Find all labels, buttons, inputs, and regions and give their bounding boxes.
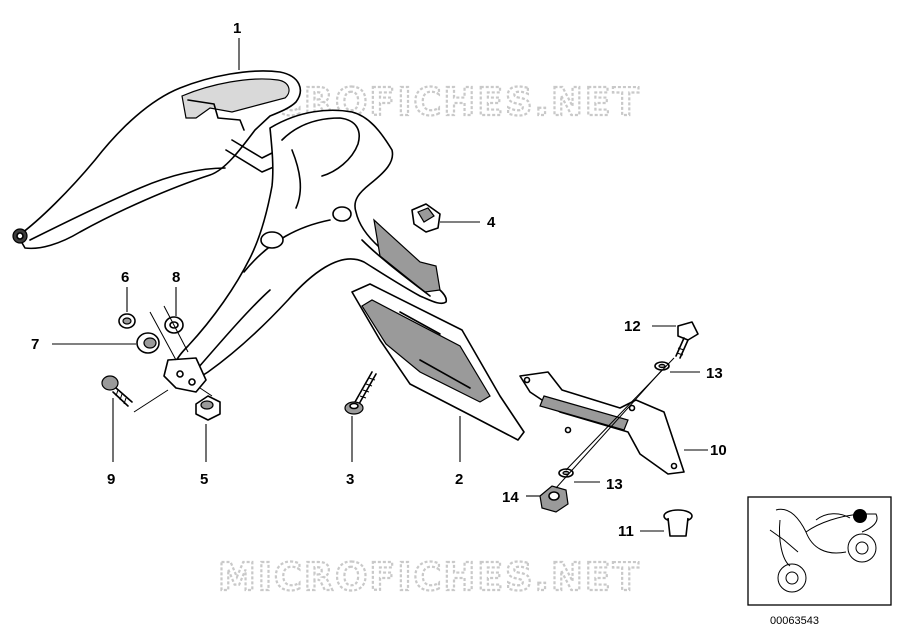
part-3-screw[interactable]: [344, 371, 377, 415]
part-2-plate[interactable]: [351, 283, 525, 441]
callout-10: 10: [710, 442, 727, 459]
part-6-bush[interactable]: [118, 313, 136, 329]
part-9-bolt[interactable]: [101, 375, 133, 407]
callout-11: 11: [618, 523, 634, 540]
callout-13-lower: 13: [606, 476, 623, 493]
part-14-nut[interactable]: [539, 485, 569, 513]
watermark-bottom: MICROFICHES.NET: [218, 555, 641, 599]
callout-5: 5: [200, 471, 208, 488]
callout-7: 7: [31, 336, 39, 353]
part-1-rear-tail-section[interactable]: [12, 70, 448, 393]
reference-number: 00063543: [770, 615, 819, 627]
callout-8: 8: [172, 269, 180, 286]
motorcycle-thumbnail: 00063543: [747, 496, 892, 627]
leader-lines: [52, 38, 708, 532]
callout-6: 6: [121, 269, 129, 286]
part-4-clip[interactable]: [411, 203, 441, 233]
callout-9: 9: [107, 471, 115, 488]
callout-13-upper: 13: [706, 365, 723, 382]
callout-14: 14: [502, 489, 519, 506]
callout-labels: 1 4 6 8 7 9 5 3 2 10 12 13 13 14 11: [31, 20, 727, 540]
part-13-washer-upper[interactable]: [654, 361, 670, 371]
callout-4: 4: [487, 214, 496, 231]
part-10-bracket[interactable]: [519, 371, 685, 475]
motorcycle-sketch: [769, 508, 878, 593]
callout-3: 3: [346, 471, 354, 488]
callout-12: 12: [624, 318, 641, 335]
callout-2: 2: [455, 471, 463, 488]
part-5-nut[interactable]: [195, 395, 221, 421]
callout-1: 1: [233, 20, 241, 37]
part-11-plug[interactable]: [663, 509, 693, 537]
part-13-washer-lower[interactable]: [558, 468, 574, 478]
part-7-grommet[interactable]: [136, 332, 160, 354]
part-12-bolt[interactable]: [675, 321, 699, 359]
